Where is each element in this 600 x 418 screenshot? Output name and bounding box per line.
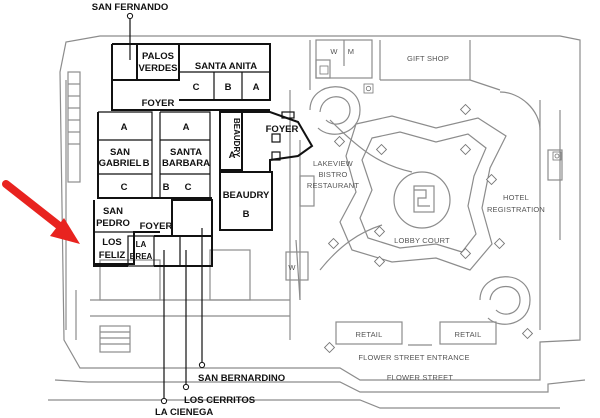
meeting-rooms xyxy=(93,43,314,267)
area-gift-shop: GIFT SHOP xyxy=(407,54,449,63)
room-la-brea-line1: LA xyxy=(136,240,147,249)
room-beaudry-a-letter: A xyxy=(229,150,236,161)
area-flower-street-entrance: FLOWER STREET ENTRANCE xyxy=(358,353,469,362)
callout-la-cienega: LA CIENEGA xyxy=(155,250,213,418)
room-san-gabriel-line1: SAN xyxy=(110,147,130,158)
room-la-brea-line2: BREA xyxy=(130,252,153,261)
room-santa-anita-c: C xyxy=(193,82,200,93)
room-santa-anita-a: A xyxy=(253,82,260,93)
room-santa-anita: SANTA ANITA xyxy=(195,61,257,72)
callout-san-bernardino: SAN BERNARDINO xyxy=(198,228,285,384)
wheelchair-icon xyxy=(363,83,374,94)
room-san-gabriel-line2: GABRIEL xyxy=(99,158,142,169)
elevator-icon xyxy=(319,65,329,75)
room-los-feliz-line1: LOS xyxy=(102,237,122,248)
room-santa-barbara-line2: BARBARA xyxy=(162,158,210,169)
stairs-left xyxy=(67,71,81,183)
room-san-pedro-line1: SAN xyxy=(103,206,123,217)
area-retail-left: RETAIL xyxy=(356,330,383,339)
stairs-bottom xyxy=(99,325,131,353)
lobby-structure xyxy=(285,39,563,346)
lobby-pillars xyxy=(323,103,534,354)
red-arrow-icon xyxy=(2,180,80,244)
room-san-pedro-line2: PEDRO xyxy=(96,218,130,229)
restroom-women: W xyxy=(330,47,338,56)
room-beaudry-b-letter: B xyxy=(243,209,250,220)
foyer-east-label: FOYER xyxy=(266,124,299,135)
room-santa-anita-b: B xyxy=(225,82,232,93)
callout-los-cerritos-label: LOS CERRITOS xyxy=(184,395,255,406)
hotel-outline xyxy=(48,35,586,409)
room-santa-barbara-a: A xyxy=(183,122,190,133)
room-san-gabriel-b: B xyxy=(143,158,150,169)
restroom-men: M xyxy=(348,47,354,56)
foyer-south-label: FOYER xyxy=(140,221,173,232)
callout-los-cerritos: LOS CERRITOS xyxy=(182,250,255,406)
callout-san-bernardino-label: SAN BERNARDINO xyxy=(198,373,285,384)
room-beaudry-a-name: BEAUDRY xyxy=(232,118,241,158)
room-beaudry-b-name: BEAUDRY xyxy=(223,190,270,201)
callout-san-fernando-label: SAN FERNANDO xyxy=(92,2,169,13)
callout-san-fernando: SAN FERNANDO xyxy=(92,2,169,60)
hotel-area-labels: GIFT SHOP LAKEVIEW BISTRO RESTAURANT LOB… xyxy=(288,47,545,382)
room-santa-barbara-b: B xyxy=(163,182,170,193)
area-flower-street: FLOWER STREET xyxy=(387,373,454,382)
area-hotel-line1: HOTEL xyxy=(503,193,529,202)
area-lakeview-line3: RESTAURANT xyxy=(307,181,359,190)
wheelchair-icon xyxy=(552,151,562,161)
room-santa-barbara-line1: SANTA xyxy=(170,147,202,158)
area-lakeview-line1: LAKEVIEW xyxy=(313,159,354,168)
area-lakeview-line2: BISTRO xyxy=(318,170,347,179)
room-labels: PALOS VERDES SANTA ANITA C B A FOYER FOY… xyxy=(96,51,298,261)
room-palos-verdes-line1: PALOS xyxy=(142,51,174,62)
area-lobby-court: LOBBY COURT xyxy=(394,236,450,245)
room-san-gabriel-c: C xyxy=(121,182,128,193)
room-santa-barbara-c: C xyxy=(185,182,192,193)
area-hotel-line2: REGISTRATION xyxy=(487,205,545,214)
room-san-gabriel-a: A xyxy=(121,122,128,133)
room-palos-verdes-line2: VERDES xyxy=(138,63,177,74)
foyer-north-label: FOYER xyxy=(142,98,175,109)
callout-la-cienega-label: LA CIENEGA xyxy=(155,407,213,418)
area-retail-right: RETAIL xyxy=(455,330,482,339)
room-los-feliz-line2: FELIZ xyxy=(99,250,126,261)
restroom-w2: W xyxy=(288,263,296,272)
